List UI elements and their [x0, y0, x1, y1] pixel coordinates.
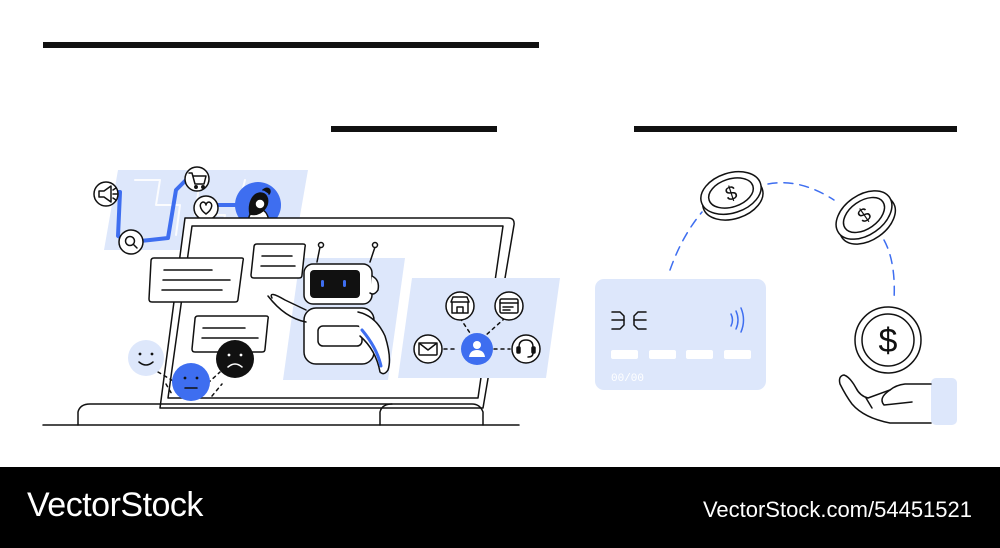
chat-bubble-small	[250, 243, 306, 279]
headset-icon	[511, 334, 541, 364]
heart-icon	[193, 195, 219, 221]
envelope-icon	[413, 334, 443, 364]
credit-card-chip-icon	[611, 311, 647, 330]
chat-bubble-medium	[191, 315, 269, 353]
smiley-face-icon	[128, 340, 164, 376]
neutral-face-icon	[172, 363, 210, 401]
stock-id: VectorStock.com/54451521	[702, 497, 972, 522]
storefront-icon	[445, 291, 475, 321]
title-bar-main	[43, 42, 539, 48]
card-number-group	[686, 350, 713, 359]
chat-bubble-large	[148, 257, 245, 303]
open-hand-icon	[838, 374, 957, 425]
illustration: $ $ $ 00/00	[42, 166, 957, 426]
card-number-group	[611, 350, 638, 359]
dollar-coin-icon: $	[700, 170, 764, 221]
laptop-hinge	[379, 403, 393, 426]
dollar-coin-icon: $	[854, 306, 922, 374]
search-icon	[118, 229, 144, 255]
brand-logo: VectorStock	[27, 486, 203, 524]
title-bar-left	[331, 126, 497, 132]
services-connectors	[443, 317, 511, 350]
card-number-group	[649, 350, 676, 359]
payment-flow-arc	[669, 181, 896, 301]
browser-window-icon	[494, 291, 524, 321]
svg-text:$: $	[879, 322, 898, 360]
credit-card	[595, 279, 766, 390]
dollar-coin-icon: $	[835, 190, 897, 245]
watermark-footer	[0, 467, 1000, 548]
megaphone-icon	[93, 181, 119, 207]
laptop-screen-inner	[167, 225, 504, 399]
laptop-base	[77, 403, 484, 426]
title-bar-right	[634, 126, 957, 132]
user-icon	[461, 333, 493, 365]
contactless-icon	[730, 307, 745, 333]
card-number-group	[724, 350, 751, 359]
card-expiry: 00/00	[611, 373, 644, 385]
robot-icon	[267, 241, 391, 375]
shopping-cart-icon	[184, 166, 210, 192]
sad-face-icon	[216, 340, 254, 378]
